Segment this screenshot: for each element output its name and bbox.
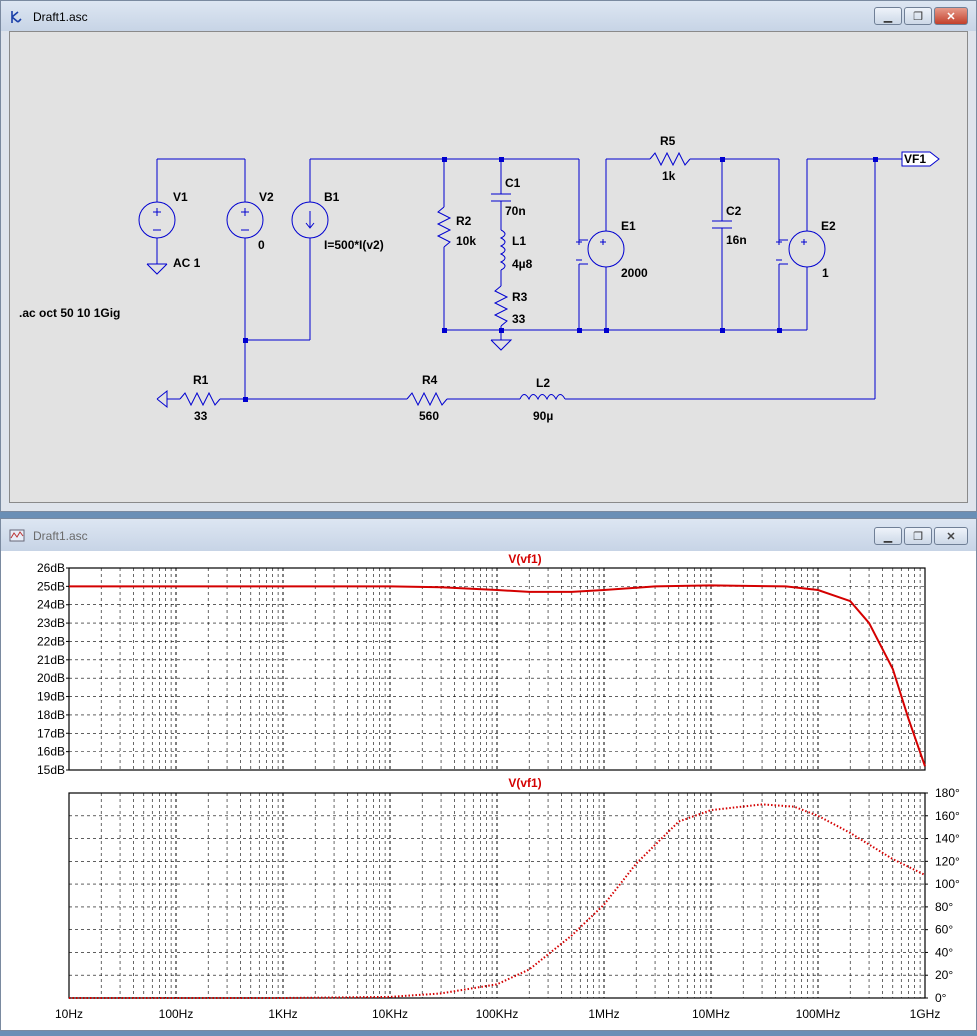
c2-value: 16n <box>726 233 747 247</box>
x-tick-label: 10KHz <box>372 1007 408 1021</box>
y-tick-label: 19dB <box>37 690 65 704</box>
r5-resistor[interactable] <box>649 151 691 167</box>
spice-directive[interactable]: .ac oct 50 10 1Gig <box>19 306 120 320</box>
plot-titlebar[interactable]: Draft1.asc ▁ ❐ ✕ <box>1 519 976 551</box>
v1-source[interactable] <box>138 201 176 239</box>
y-tick-label: 23dB <box>37 616 65 630</box>
y-tick-label: 20dB <box>37 671 65 685</box>
schematic-app-icon <box>11 11 22 23</box>
l2-label: L2 <box>536 376 550 390</box>
y-tick-label: 80° <box>935 900 953 914</box>
y-tick-label: 16dB <box>37 745 65 759</box>
y-tick-label: 160° <box>935 809 960 823</box>
schematic-drawing[interactable]: V1 AC 1 V2 0 B1 I=500*I(v2) R2 10k C1 70… <box>10 32 969 504</box>
waveform-app-icon <box>9 529 25 542</box>
r5-value: 1k <box>662 169 676 183</box>
plot-frame <box>68 567 926 771</box>
y-tick-label: 26dB <box>37 561 65 575</box>
x-tick-label: 10MHz <box>692 1007 730 1021</box>
x-tick-label: 100Hz <box>159 1007 194 1021</box>
e1-value: 2000 <box>621 266 648 280</box>
y-tick-label: 17dB <box>37 726 65 740</box>
restore-button[interactable]: ❐ <box>904 527 932 545</box>
e2-source[interactable] <box>788 230 826 268</box>
r2-value: 10k <box>456 234 476 248</box>
c1-label: C1 <box>505 176 521 190</box>
r2-label: R2 <box>456 214 472 228</box>
minimize-button[interactable]: ▁ <box>874 7 902 25</box>
schematic-window: Draft1.asc ▁ ❐ ✕ <box>0 0 977 512</box>
y-tick-label: 24dB <box>37 598 65 612</box>
y-tick-label: 22dB <box>37 634 65 648</box>
plot-window-title: Draft1.asc <box>33 529 88 543</box>
waveform-plot[interactable]: 15dB 16dB 17dB 18dB 19dB 20dB 21dB 22dB 23dB 24dB… <box>1 551 976 1031</box>
x-tick-label: 1GHz <box>910 1007 941 1021</box>
y-tick-label: 180° <box>935 786 960 800</box>
c1-value: 70n <box>505 204 526 218</box>
r3-resistor[interactable] <box>493 285 509 327</box>
series-line <box>69 803 926 999</box>
y-tick-label: 0° <box>935 991 947 1005</box>
y-tick-label: 100° <box>935 877 960 891</box>
r2-resistor[interactable] <box>436 206 452 248</box>
schematic-titlebar[interactable]: Draft1.asc ▁ ❐ ✕ <box>1 1 976 31</box>
b1-label: B1 <box>324 190 340 204</box>
e2-value: 1 <box>822 266 829 280</box>
x-tick-label: 100MHz <box>796 1007 841 1021</box>
v2-value: 0 <box>258 238 265 252</box>
r4-resistor[interactable] <box>406 391 448 407</box>
l1-inductor[interactable] <box>499 229 506 271</box>
plot-canvas[interactable]: 15dB 16dB 17dB 18dB 19dB 20dB 21dB 22dB 23dB 24dB… <box>1 551 976 1030</box>
vf1-net-flag[interactable] <box>901 151 940 167</box>
vf1-net-label: VF1 <box>904 152 926 166</box>
trace-title: V(vf1) <box>508 552 541 566</box>
v2-label: V2 <box>259 190 274 204</box>
close-button[interactable]: ✕ <box>934 7 968 25</box>
e2-label: E2 <box>821 219 836 233</box>
chart-panel-1: 0° 20° 40° 60° 80° 100° 120° 140° 160° 180° V(vf1)… <box>55 776 960 1021</box>
y-tick-label: 20° <box>935 968 953 982</box>
x-tick-label: 1MHz <box>588 1007 619 1021</box>
e1-label: E1 <box>621 219 636 233</box>
trace-title: V(vf1) <box>508 776 541 790</box>
l2-inductor[interactable] <box>519 394 566 401</box>
y-tick-label: 120° <box>935 854 960 868</box>
x-tick-label: 100KHz <box>476 1007 519 1021</box>
plot-frame <box>68 792 926 999</box>
schematic-canvas[interactable]: V1 AC 1 V2 0 B1 I=500*I(v2) R2 10k C1 70… <box>9 31 968 503</box>
x-tick-label: 10Hz <box>55 1007 83 1021</box>
r3-label: R3 <box>512 290 528 304</box>
c2-label: C2 <box>726 204 742 218</box>
y-tick-label: 60° <box>935 923 953 937</box>
v2-source[interactable] <box>226 201 264 239</box>
r5-label: R5 <box>660 134 676 148</box>
b1-value: I=500*I(v2) <box>324 238 384 252</box>
y-tick-label: 25dB <box>37 579 65 593</box>
schematic-window-title: Draft1.asc <box>33 10 88 24</box>
l1-value: 4µ8 <box>512 257 533 271</box>
r1-resistor[interactable] <box>179 391 221 407</box>
y-tick-label: 15dB <box>37 763 65 777</box>
x-tick-label: 1KHz <box>268 1007 297 1021</box>
y-tick-label: 40° <box>935 945 953 959</box>
restore-button[interactable]: ❐ <box>904 7 932 25</box>
r3-value: 33 <box>512 312 526 326</box>
y-tick-label: 21dB <box>37 653 65 667</box>
l1-label: L1 <box>512 234 526 248</box>
r4-value: 560 <box>419 409 439 423</box>
v1-value: AC 1 <box>173 256 201 270</box>
chart-panel-0: 15dB 16dB 17dB 18dB 19dB 20dB 21dB 22dB 23dB 24dB… <box>37 552 926 777</box>
plot-window: Draft1.asc ▁ ❐ ✕ 15dB 16dB 17dB 18dB 19dB 20d… <box>0 518 977 1031</box>
e1-source[interactable] <box>587 230 625 268</box>
y-tick-label: 18dB <box>37 708 65 722</box>
minimize-button[interactable]: ▁ <box>874 527 902 545</box>
close-button[interactable]: ✕ <box>934 527 968 545</box>
series-line <box>69 584 926 767</box>
l2-value: 90µ <box>533 409 553 423</box>
y-tick-label: 140° <box>935 832 960 846</box>
r1-value: 33 <box>194 409 208 423</box>
r4-label: R4 <box>422 373 438 387</box>
v1-label: V1 <box>173 190 188 204</box>
r1-label: R1 <box>193 373 209 387</box>
